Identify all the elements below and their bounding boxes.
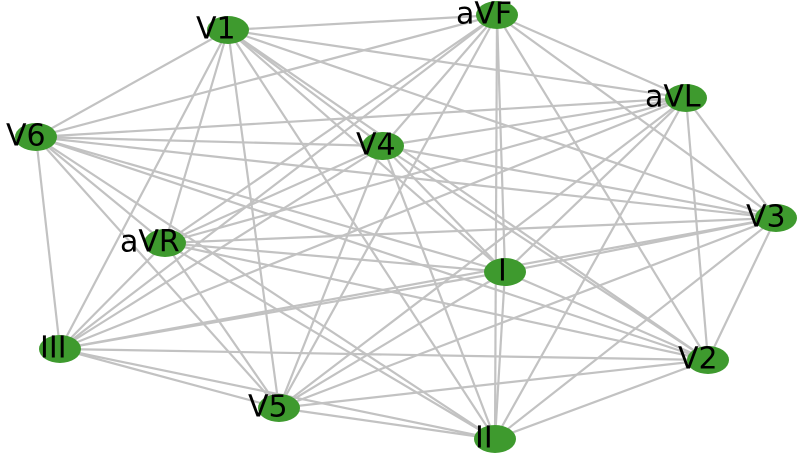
node-label-ii: II — [475, 421, 493, 456]
edge-i-v2 — [504, 270, 709, 362]
node-avr: aVR — [120, 225, 186, 260]
node-dot-iii — [39, 335, 81, 363]
edge-v1-iii — [59, 29, 229, 350]
node-ii: II — [474, 421, 516, 456]
edge-v1-v6 — [35, 29, 229, 138]
edge-avl-v4 — [382, 96, 687, 148]
node-label-v4: V4 — [356, 128, 396, 163]
edge-v1-v4 — [227, 29, 384, 147]
edge-v6-v5 — [35, 136, 280, 409]
edge-v4-ii — [381, 145, 497, 440]
node-dot-v3 — [755, 204, 797, 232]
edge-avr-i — [164, 241, 506, 274]
node-dot-avf — [476, 1, 518, 29]
node-v4: V4 — [356, 128, 404, 163]
edge-i-v5 — [278, 271, 506, 409]
edge-v3-v2 — [707, 217, 777, 361]
edge-v1-avf — [227, 13, 498, 32]
edge-avr-v2 — [164, 241, 709, 362]
edge-avr-ii — [164, 242, 496, 440]
edge-v5-ii — [278, 406, 496, 441]
node-dot-v5 — [258, 394, 300, 422]
edge-v2-v5 — [278, 358, 709, 410]
edge-v6-iii — [34, 136, 62, 350]
edge-v3-avr — [164, 216, 777, 245]
node-label-v1: V1 — [196, 12, 236, 47]
node-i: I — [484, 254, 526, 289]
graph-edges — [34, 13, 777, 441]
edge-avf-v3 — [496, 14, 777, 219]
edge-avf-v5 — [278, 14, 498, 409]
edge-avl-v5 — [278, 97, 687, 409]
edge-v6-v3 — [35, 135, 777, 220]
edge-v4-i — [382, 145, 506, 273]
edge-v1-avl — [227, 28, 687, 100]
edge-avf-avl — [496, 13, 687, 100]
node-label-avl: aVL — [645, 80, 701, 115]
edge-v2-ii — [494, 358, 709, 441]
node-dot-v4 — [362, 132, 404, 160]
edge-v4-avr — [164, 144, 384, 245]
node-v5: V5 — [248, 390, 300, 425]
node-label-avf: aVF — [456, 0, 512, 32]
node-label-v2: V2 — [678, 342, 718, 377]
edge-avf-v6 — [35, 13, 498, 139]
edge-v1-v2 — [227, 29, 709, 361]
node-v6: V6 — [6, 119, 57, 154]
edge-avr-iii — [59, 242, 166, 350]
node-label-i: I — [498, 254, 507, 289]
node-iii: III — [39, 331, 81, 366]
edge-iii-v5 — [59, 347, 280, 410]
edge-iii-v2 — [59, 347, 709, 362]
node-label-v6: V6 — [6, 119, 46, 154]
edge-avl-v6 — [35, 96, 687, 139]
node-avf: aVF — [456, 0, 518, 32]
edge-avl-iii — [59, 96, 687, 351]
node-dot-avl — [665, 84, 707, 112]
node-dot-ii — [474, 425, 516, 453]
edge-avl-v3 — [685, 97, 777, 219]
edge-v4-v2 — [382, 145, 709, 361]
node-dot-v6 — [15, 123, 57, 151]
edge-avl-v2 — [684, 97, 710, 361]
edge-v6-i — [35, 135, 506, 274]
edge-avf-v4 — [382, 14, 498, 147]
node-label-avr: aVR — [120, 225, 180, 260]
node-v3: V3 — [746, 200, 797, 235]
edge-v6-v4 — [35, 135, 384, 148]
edge-iii-ii — [59, 347, 496, 441]
node-dot-v2 — [687, 346, 729, 374]
edge-avl-avr — [164, 96, 687, 245]
node-label-v3: V3 — [746, 200, 786, 235]
node-v1: V1 — [196, 12, 249, 47]
edge-avr-v5 — [164, 242, 280, 409]
edge-avf-avr — [164, 14, 498, 244]
edge-i-iii — [59, 270, 506, 351]
node-avl: aVL — [645, 80, 707, 115]
node-label-iii: III — [40, 331, 67, 366]
edge-avf-v2 — [496, 14, 709, 361]
edge-v4-v3 — [382, 144, 777, 220]
node-dot-i — [484, 258, 526, 286]
edge-v6-v2 — [35, 135, 709, 362]
edge-avl-ii — [494, 97, 687, 440]
edge-avf-i — [495, 14, 507, 273]
edge-v1-avr — [163, 29, 230, 244]
edge-v3-v5 — [278, 216, 777, 410]
node-dot-avr — [144, 229, 186, 257]
node-v2: V2 — [678, 342, 729, 377]
edge-v4-v5 — [277, 145, 385, 409]
node-label-v5: V5 — [248, 390, 288, 425]
edge-v6-avr — [35, 136, 166, 244]
edge-v6-ii — [35, 136, 496, 440]
edge-avf-iii — [59, 14, 498, 350]
edge-v3-iii — [59, 216, 777, 351]
edge-avf-ii — [493, 14, 499, 440]
node-dot-v1 — [207, 16, 249, 44]
